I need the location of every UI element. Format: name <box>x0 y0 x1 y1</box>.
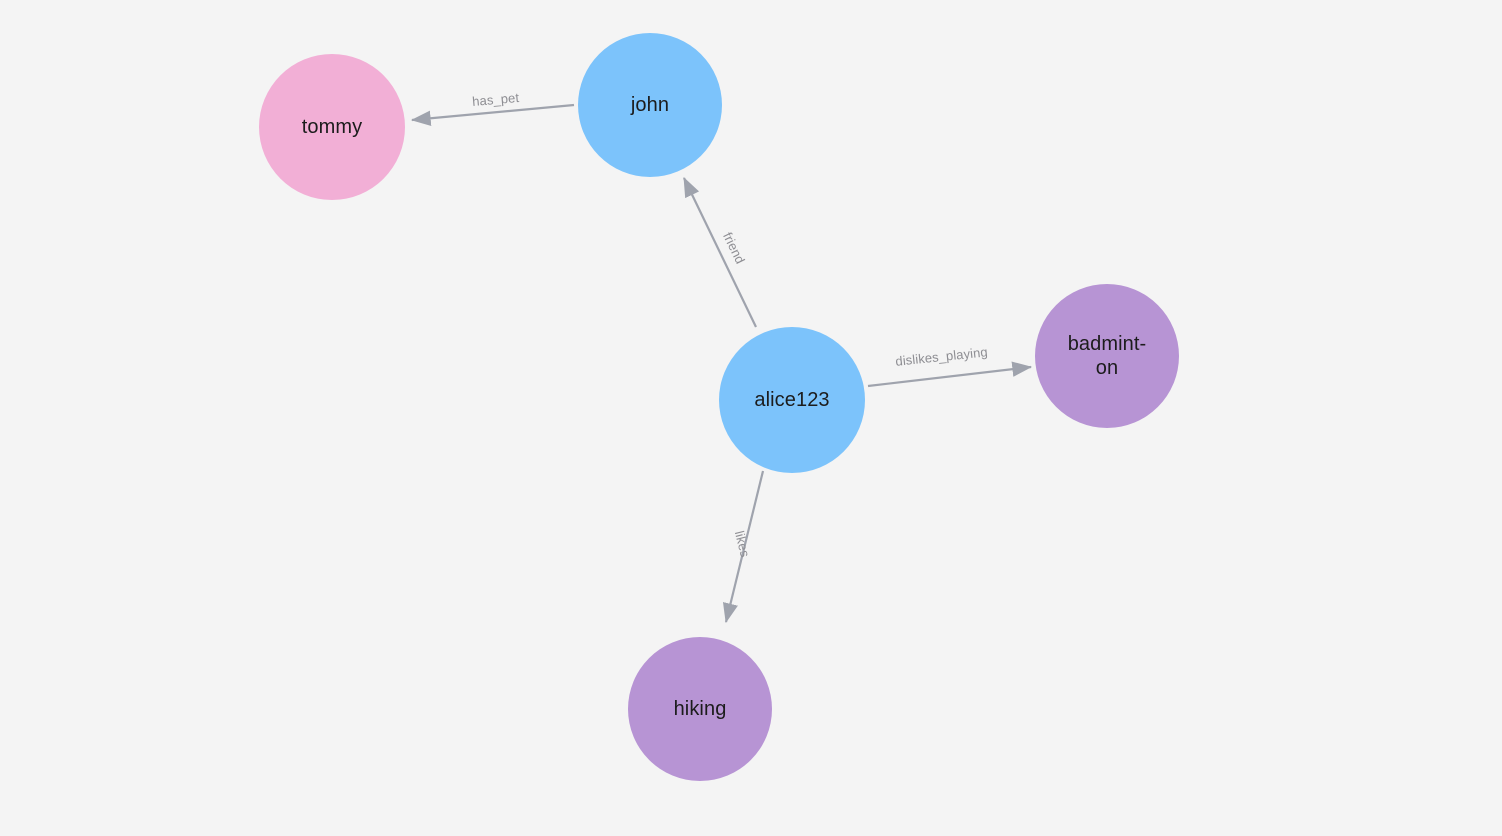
graph-edge-dislikes_playing[interactable]: dislikes_playing <box>867 344 1033 388</box>
edge-line-has_pet <box>410 103 575 126</box>
graph-node-hiking[interactable]: hiking <box>628 637 772 781</box>
graph-node-john[interactable]: john <box>578 33 722 177</box>
graph-node-tommy[interactable]: tommy <box>259 54 405 200</box>
graph-edge-has_pet[interactable]: has_pet <box>410 90 575 126</box>
edge-label-has_pet: has_pet <box>472 90 520 109</box>
edge-label-dislikes_playing: dislikes_playing <box>895 344 989 369</box>
node-label-badminton: badmint- on <box>1067 333 1147 379</box>
graph-node-alice123[interactable]: alice123 <box>719 327 865 473</box>
node-label-alice123: alice123 <box>754 389 830 411</box>
edge-label-likes: likes <box>732 529 753 559</box>
edge-line-likes <box>722 470 765 624</box>
edge-line-friend <box>683 177 757 328</box>
graph-node-badminton[interactable]: badmint- on <box>1035 284 1179 428</box>
node-label-john: john <box>630 94 670 116</box>
graph-edge-likes[interactable]: likes <box>722 470 765 624</box>
edge-line-dislikes_playing <box>867 361 1033 388</box>
node-label-tommy: tommy <box>301 116 363 138</box>
graph-edge-friend[interactable]: friend <box>683 177 757 328</box>
node-label-hiking: hiking <box>673 698 727 720</box>
